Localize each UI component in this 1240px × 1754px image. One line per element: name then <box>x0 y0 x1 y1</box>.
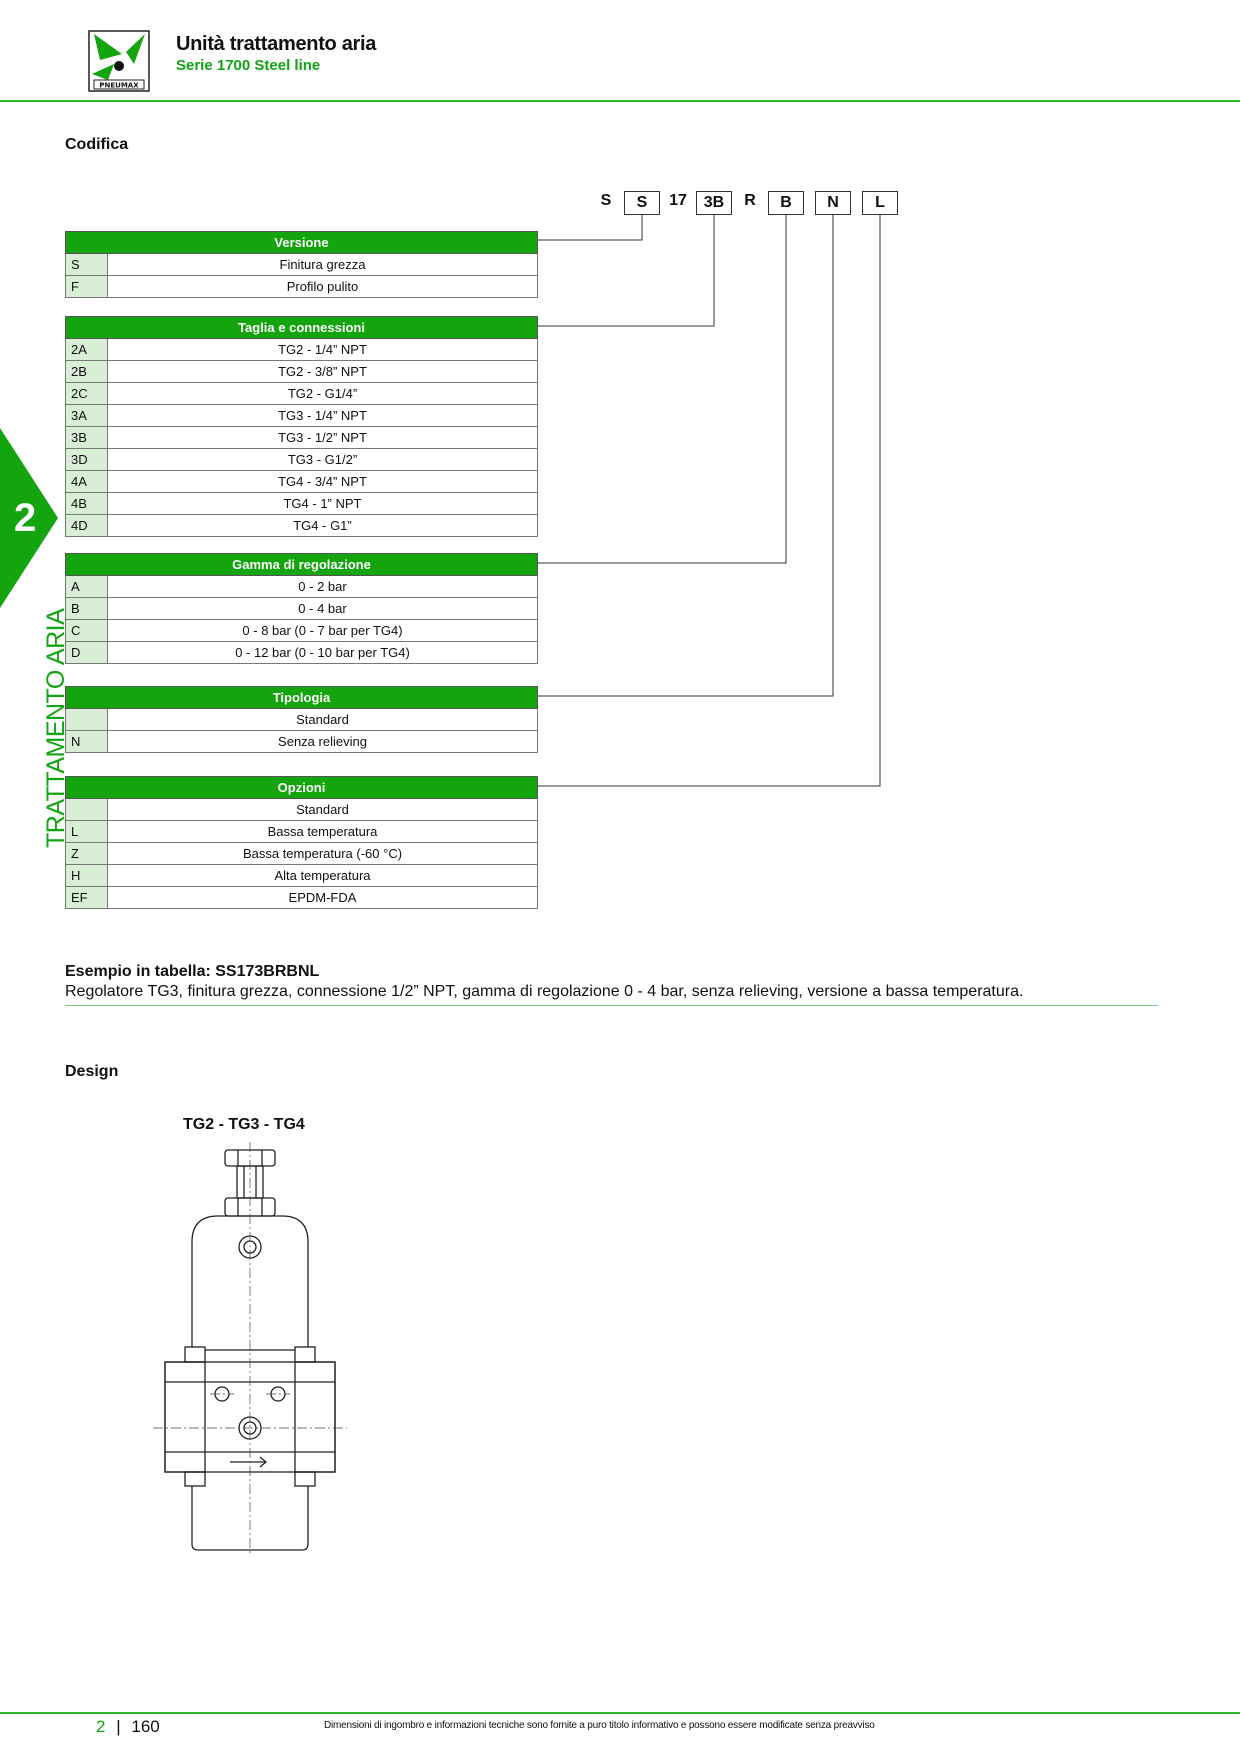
footer-disclaimer: Dimensioni di ingombro e informazioni te… <box>324 1720 875 1731</box>
svg-text:PNEUMAX: PNEUMAX <box>99 82 139 90</box>
footer-page: 160 <box>131 1717 160 1736</box>
code-char: R <box>744 192 756 209</box>
footer-chapter: 2 <box>96 1717 106 1736</box>
example-title: Esempio in tabella: SS173BRBNL <box>65 963 320 980</box>
design-title: Design <box>65 1063 119 1080</box>
code-box: L <box>862 191 898 215</box>
table-header: Versione <box>65 231 538 254</box>
page-subtitle: Serie 1700 Steel line <box>176 57 321 74</box>
table-header: Opzioni <box>65 776 538 799</box>
drawing-label: TG2 - TG3 - TG4 <box>183 1116 305 1133</box>
pneumax-logo: PNEUMAX <box>88 30 150 92</box>
page-number: 2 | 160 <box>96 1717 160 1737</box>
example-text: Regolatore TG3, finitura grezza, conness… <box>65 983 1024 1000</box>
code-box: S <box>624 191 660 215</box>
page-title: Unità trattamento aria <box>176 33 377 55</box>
side-tab <box>0 428 58 608</box>
code-box: B <box>768 191 804 215</box>
codifica-title: Codifica <box>65 136 129 153</box>
code-char: 17 <box>669 192 687 209</box>
chapter-number: 2 <box>14 496 37 540</box>
code-box: N <box>815 191 851 215</box>
code-box: 3B <box>696 191 732 215</box>
footer-separator: | <box>116 1717 121 1736</box>
code-char: S <box>600 192 612 209</box>
regulator-drawing <box>153 1142 347 1556</box>
table-row: Standard <box>65 708 538 731</box>
table-row: Standard <box>65 798 538 821</box>
example-divider <box>65 1005 1158 1006</box>
footer-divider <box>0 1712 1240 1714</box>
table-header: Taglia e connessioni <box>65 316 538 339</box>
table-header: Gamma di regolazione <box>65 553 538 576</box>
table-header: Tipologia <box>65 686 538 709</box>
header-divider <box>0 100 1240 102</box>
